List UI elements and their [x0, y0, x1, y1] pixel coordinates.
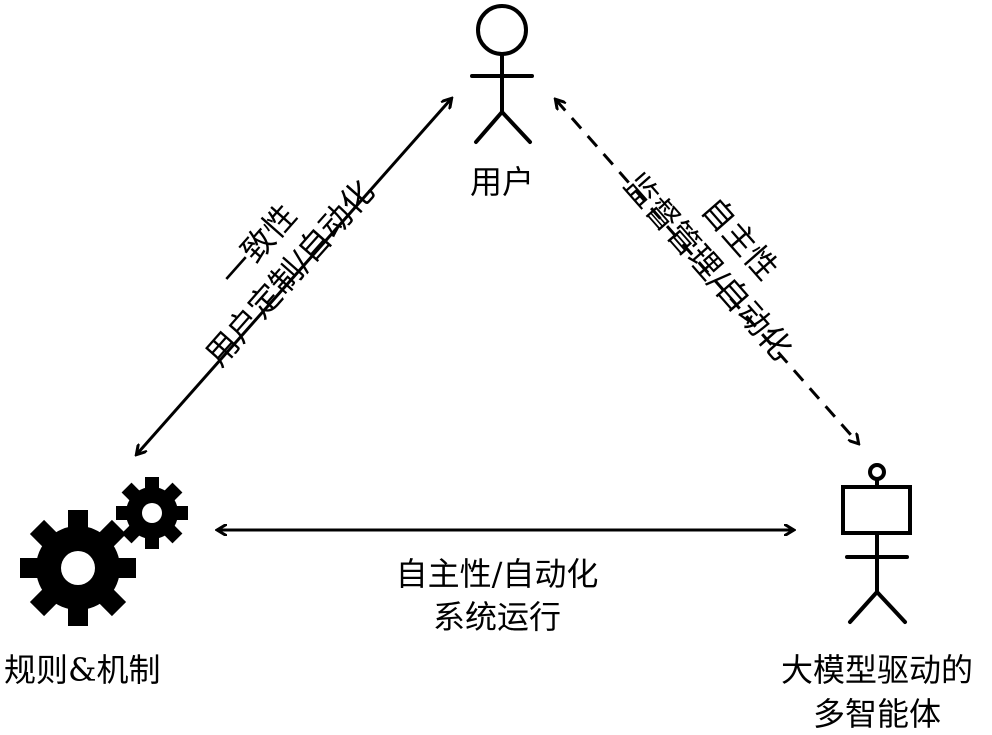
rules-label: 规则&机制	[4, 651, 161, 689]
user-agents-dashed-arrow	[556, 100, 858, 443]
user-rules-arrow	[137, 99, 451, 454]
rules-agents-label-line2: 系统运行	[433, 598, 561, 636]
agents-label-line1: 大模型驱动的	[781, 651, 973, 689]
user-label: 用户	[470, 163, 534, 201]
gears-icon	[20, 477, 188, 626]
robot-figure-icon	[841, 463, 912, 624]
rules-agents-label-line1: 自主性/自动化	[396, 555, 599, 593]
agents-label-line2: 多智能体	[813, 695, 941, 733]
user-figure-icon	[470, 4, 534, 144]
